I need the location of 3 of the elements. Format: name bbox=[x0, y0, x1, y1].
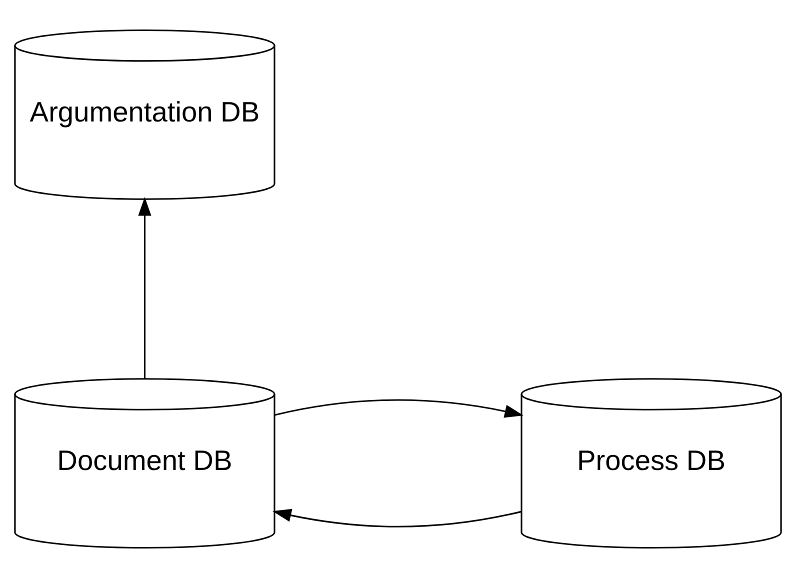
arrow bbox=[274, 398, 524, 418]
arrow bbox=[272, 508, 522, 527]
arrow bbox=[138, 196, 152, 378]
